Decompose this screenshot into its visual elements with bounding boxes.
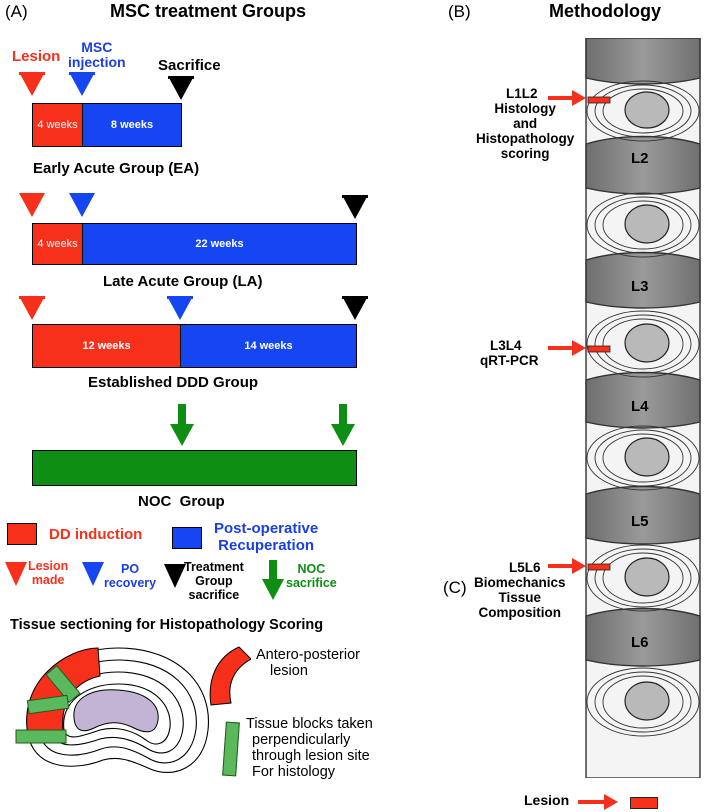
panel-a-title: MSC treatment Groups (110, 1, 307, 21)
legend-lesion-line1: Lesion (28, 559, 69, 573)
late-blue-segment: 22 weeks (83, 224, 356, 264)
noc-arrow-1-icon (170, 404, 194, 446)
late-red-segment: 4 weeks (33, 224, 83, 264)
panel-b-tag: (B) (448, 2, 471, 21)
blocks-line3: through lesion site (252, 748, 370, 764)
antero-line2: lesion (270, 663, 308, 679)
l3l4-line1: L3L4 (490, 338, 522, 353)
panel-a-tag: (A) (5, 2, 28, 21)
l3l4-line2: qRT-PCR (480, 353, 539, 368)
early-sacrifice-arrow-icon (168, 76, 194, 100)
l3l4-annotation: L3L4 qRT-PCR (480, 338, 539, 368)
legend-po-swatch (172, 527, 202, 549)
late-msc-arrow-icon (69, 193, 95, 217)
legend-dd-swatch (7, 523, 37, 545)
legend-noc-label: NOC sacrifice (286, 562, 337, 590)
established-ddd-group-label: Established DDD Group (88, 374, 259, 391)
blocks-line2: perpendicularly (252, 732, 351, 748)
legend-treatment-label: Treatment Group sacrifice (184, 560, 244, 602)
vertebra-label-l6: L6 (631, 634, 649, 651)
early-msc-arrow-icon (69, 72, 95, 96)
legend-treatment-arrow-icon (164, 564, 186, 588)
established-ddd-bar: 12 weeks 14 weeks (32, 324, 357, 368)
late-lesion-arrow-icon (19, 193, 45, 217)
legend-po-recovery-line1: PO (121, 562, 140, 576)
l1l2-line4: Histopathology (476, 131, 575, 146)
legend-lesion-made-label: Lesion made (28, 559, 68, 587)
noc-group-label: NOC Group (138, 493, 225, 510)
legend-treatment-line1: Treatment (184, 560, 244, 574)
disc-cross-section-diagram (15, 647, 210, 773)
antero-posterior-label: Antero-posterior lesion (256, 647, 360, 679)
late-acute-group-label: Late Acute Group (LA) (103, 273, 263, 290)
legend-lesion-arrow-icon (5, 562, 27, 586)
lesion-legend-label: Lesion (524, 792, 570, 808)
late-acute-bar: 4 weeks 22 weeks (32, 223, 357, 265)
early-blue-segment: 8 weeks (83, 104, 181, 146)
l1l2-line1: L1L2 (506, 86, 538, 101)
antero-posterior-lesion-icon (209, 646, 251, 706)
l1l2-line5: scoring (500, 146, 550, 161)
legend-noc-line1: NOC (297, 562, 326, 576)
legend-po-recovery-label: PO recovery (104, 562, 156, 590)
vertebra-label-l2: L2 (631, 150, 649, 167)
lesion-marker-label: Lesion (12, 48, 61, 65)
legend-lesion-line2: made (31, 573, 65, 587)
vertebra-label-l5: L5 (631, 513, 649, 530)
l1l2-annotation: L1L2 Histology and Histopathology scorin… (476, 86, 574, 161)
legend-noc-arrow-icon (262, 560, 284, 600)
noc-bar (32, 450, 357, 486)
sacrifice-marker-label: Sacrifice (158, 57, 221, 74)
l5l6-annotation: L5L6 Biomechanics Tissue Composition (454, 560, 566, 620)
late-sacrifice-arrow-icon (342, 195, 368, 219)
legend-po-line2: Recuperation (218, 537, 315, 554)
ddd-lesion-arrow-icon (19, 296, 45, 320)
legend-treatment-line2: Group (195, 574, 233, 588)
early-lesion-arrow-icon (19, 72, 45, 96)
msc-label-line2: injection (68, 54, 126, 70)
legend-po-line1: Post-operative (214, 520, 319, 537)
l3l4-arrow-icon (548, 340, 586, 356)
ddd-sacrifice-arrow-icon (342, 296, 368, 320)
ddd-blue-segment: 14 weeks (181, 325, 356, 367)
l5l6-line2: Biomechanics (474, 575, 566, 590)
l1l2-line2: Histology (494, 101, 556, 116)
msc-label-line1: MSC (81, 39, 113, 55)
legend-treatment-line3: sacrifice (188, 588, 240, 602)
legend-po-recovery-line2: recovery (104, 576, 157, 590)
l5l6-line1: L5L6 (509, 560, 541, 575)
noc-arrow-2-icon (331, 404, 355, 446)
early-red-segment: 4 weeks (33, 104, 83, 146)
lesion-legend-arrow-icon (578, 794, 618, 810)
sectioning-title: Tissue sectioning for Histopathology Sco… (10, 617, 324, 633)
panel-b-title: Methodology (549, 1, 661, 21)
early-acute-bar: 4 weeks 8 weeks (32, 103, 182, 147)
ddd-red-segment: 12 weeks (33, 325, 181, 367)
legend-dd-label: DD induction (49, 526, 143, 543)
tissue-block-swatch (222, 721, 240, 777)
blocks-line1: Tissue blocks taken (246, 716, 373, 732)
lesion-legend-swatch (630, 797, 658, 809)
l1l2-arrow-icon (548, 90, 586, 106)
spine-column-diagram (585, 38, 701, 778)
tissue-blocks-label: Tissue blocks taken perpendicularly thro… (246, 716, 373, 780)
l5l6-line4: Composition (478, 605, 562, 620)
vertebra-label-l4: L4 (631, 398, 649, 415)
early-acute-group-label: Early Acute Group (EA) (33, 160, 200, 177)
legend-po-label: Post-operative Recuperation (214, 520, 318, 554)
ddd-msc-arrow-icon (167, 296, 193, 320)
l5l6-arrow-icon (548, 558, 586, 574)
legend-po-arrow-icon (82, 562, 104, 586)
vertebra-label-l3: L3 (631, 278, 649, 295)
panel-c-tag: (C) (443, 578, 467, 597)
l1l2-line3: and (513, 116, 538, 131)
msc-injection-label: MSC injection (68, 40, 126, 70)
antero-line1: Antero-posterior (256, 647, 360, 663)
l5l6-line3: Tissue (498, 590, 542, 605)
legend-noc-line2: sacrifice (286, 576, 337, 590)
blocks-line4: For histology (252, 764, 336, 780)
